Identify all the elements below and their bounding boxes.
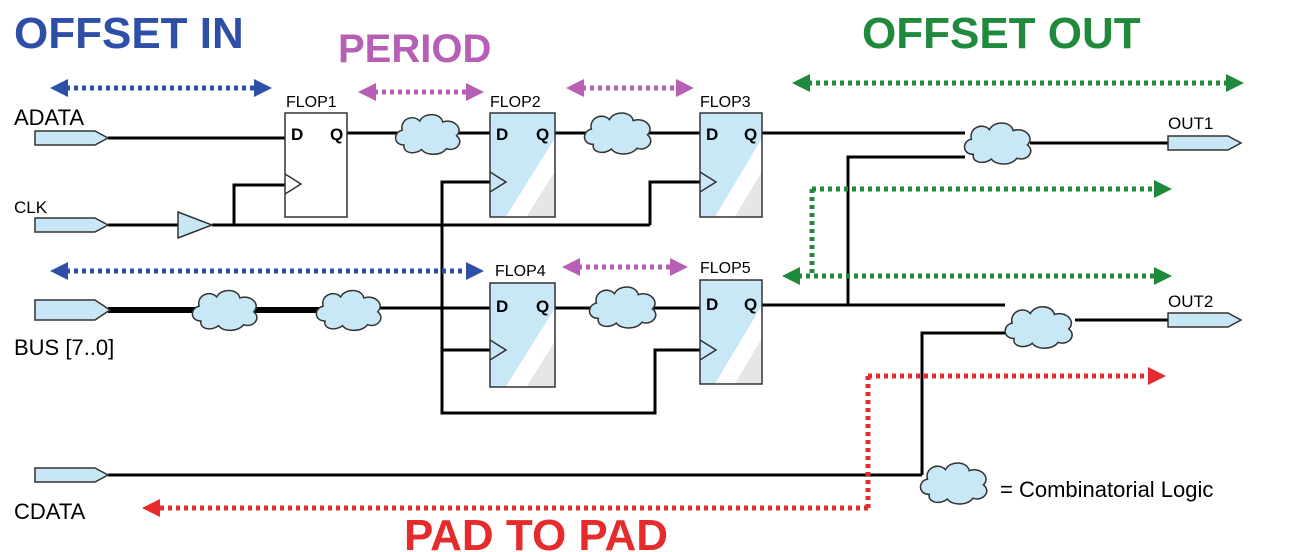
clock-input-triangle-icon	[699, 339, 718, 361]
flop3-d-pin: D	[706, 125, 718, 144]
flop2: FLOP2 D Q	[489, 94, 556, 218]
out1-pad	[1167, 135, 1243, 151]
flop5-label: FLOP5	[700, 260, 751, 277]
cloud-icon	[583, 112, 652, 155]
cloud-icon	[394, 113, 461, 156]
legend-text: = Combinatorial Logic	[1000, 477, 1213, 502]
flop1-label: FLOP1	[286, 94, 337, 111]
flop2-d-pin: D	[496, 125, 508, 144]
flop4-d-pin: D	[496, 297, 508, 316]
clock-buffer-icon	[177, 210, 215, 240]
cloud-icon	[1004, 306, 1073, 349]
out2-label: OUT2	[1168, 292, 1213, 311]
cdata-pad	[34, 467, 110, 483]
clock-input-triangle-icon	[699, 171, 718, 193]
clock-input-triangle-icon	[489, 339, 508, 361]
flop4: FLOP4 D Q	[489, 263, 556, 388]
legend-cloud-icon	[919, 462, 988, 505]
flop4-q-pin: Q	[536, 297, 549, 316]
flop1-q-pin: Q	[330, 125, 343, 144]
flop3-label: FLOP3	[700, 94, 751, 111]
pad-to-pad-arrows	[142, 367, 1166, 517]
pad-to-pad-heading: PAD TO PAD	[404, 511, 668, 552]
flop2-label: FLOP2	[490, 94, 541, 111]
flop3-q-pin: Q	[744, 125, 757, 144]
cloud-icon	[315, 289, 382, 332]
flop3: FLOP3 D Q	[699, 94, 763, 218]
flop5: FLOP5 D Q	[699, 260, 763, 385]
bus-pad	[34, 299, 112, 321]
offset-out-arrows	[782, 74, 1244, 285]
input-pads	[34, 130, 112, 483]
flop1: FLOP1 D Q	[284, 94, 348, 218]
output-pads	[1167, 135, 1243, 328]
cloud-icon	[191, 289, 258, 332]
clock-input-triangle-icon	[489, 171, 508, 193]
out1-label: OUT1	[1168, 114, 1213, 133]
out2-pad	[1167, 312, 1243, 328]
clk-pad	[34, 217, 110, 233]
cloud-icon	[588, 286, 657, 329]
offset-in-arrows	[50, 79, 484, 280]
flop5-q-pin: Q	[744, 295, 757, 314]
period-heading: PERIOD	[338, 27, 491, 71]
adata-label: ADATA	[14, 105, 84, 130]
flop4-label: FLOP4	[495, 263, 546, 280]
offset-out-heading: OFFSET OUT	[862, 9, 1141, 58]
adata-pad	[34, 130, 110, 146]
flop5-d-pin: D	[706, 295, 718, 314]
bus-label: BUS [7..0]	[14, 335, 114, 360]
clk-label: CLK	[14, 198, 48, 217]
period-arrows	[358, 79, 694, 276]
offset-in-heading: OFFSET IN	[14, 9, 244, 58]
wires	[108, 131, 1168, 477]
cloud-icon	[963, 122, 1032, 165]
clock-input-triangle-icon	[284, 173, 303, 195]
cdata-label: CDATA	[14, 499, 86, 524]
flop1-d-pin: D	[291, 125, 303, 144]
flop2-q-pin: Q	[536, 125, 549, 144]
